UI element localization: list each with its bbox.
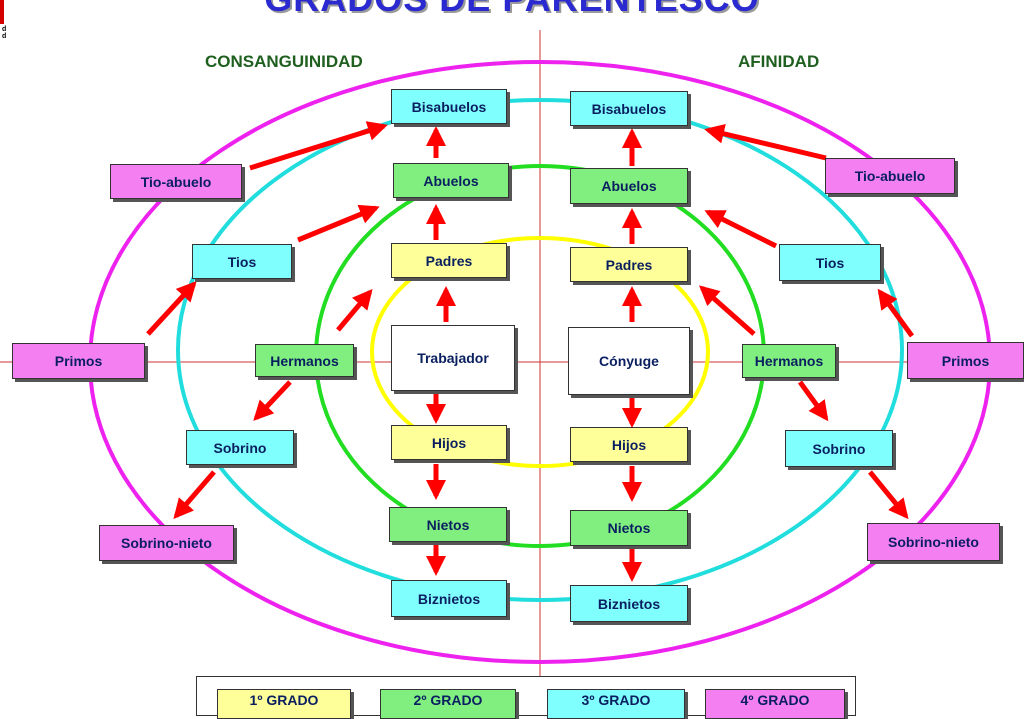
right-arrows — [622, 123, 915, 582]
arrow — [699, 285, 756, 336]
legend: 1º GRADO 2º GRADO 3º GRADO 4º GRADO — [196, 676, 856, 719]
box-hijos-left: Hijos — [391, 425, 507, 460]
box-primos-left: Primos — [12, 343, 145, 379]
logo-mark — [0, 0, 4, 24]
box-bisabuelos-right: Bisabuelos — [570, 91, 688, 126]
box-biznietos-right: Biznietos — [570, 585, 688, 622]
page-title: GRADOS DE PARENTESCO — [0, 0, 1024, 20]
box-hermanos-right: Hermanos — [742, 344, 836, 378]
left-arrows — [146, 121, 456, 576]
box-nietos-right: Nietos — [570, 510, 688, 546]
box-abuelos-right: Abuelos — [570, 168, 688, 204]
right-heading: AFINIDAD — [738, 52, 820, 71]
arrow — [877, 288, 915, 338]
arrow — [249, 121, 388, 171]
legend-grado-3: 3º GRADO — [547, 689, 685, 719]
box-hermanos-left: Hermanos — [255, 344, 354, 377]
box-tio-abuelo-right: Tio-abuelo — [825, 158, 955, 194]
legend-grado-4: 4º GRADO — [705, 689, 845, 719]
logo-text-line: d — [2, 33, 7, 40]
arrow — [797, 380, 829, 422]
arrow — [146, 281, 197, 336]
box-padres-right: Padres — [570, 247, 688, 282]
arrow — [297, 204, 380, 243]
box-biznietos-left: Biznietos — [391, 580, 507, 617]
box-sobrino-nieto-left: Sobrino-nieto — [99, 525, 234, 561]
arrow — [868, 470, 909, 520]
box-hijos-right: Hijos — [570, 427, 688, 462]
arrow — [336, 288, 373, 332]
logo-text-line: d — [2, 26, 7, 33]
box-tios-left: Tios — [192, 244, 292, 279]
box-nietos-left: Nietos — [389, 507, 507, 542]
center-box-trabajador: Trabajador — [391, 325, 515, 391]
left-heading: CONSANGUINIDAD — [205, 52, 363, 71]
ring-grado1 — [370, 236, 710, 468]
box-sobrino-left: Sobrino — [186, 430, 294, 465]
legend-grado-1: 1º GRADO — [217, 689, 351, 719]
center-box-conyuge: Cónyuge — [568, 327, 690, 395]
ring-grado3 — [176, 98, 904, 602]
box-primos-right: Primos — [907, 342, 1024, 379]
box-sobrino-right: Sobrino — [785, 430, 893, 467]
box-abuelos-left: Abuelos — [393, 163, 509, 198]
legend-grado-2: 2º GRADO — [380, 689, 516, 719]
arrow — [173, 470, 216, 520]
box-tios-right: Tios — [779, 244, 881, 281]
box-padres-left: Padres — [391, 243, 507, 278]
arrow — [704, 209, 778, 249]
box-bisabuelos-left: Bisabuelos — [391, 89, 507, 124]
arrow — [704, 123, 827, 161]
box-tio-abuelo-left: Tio-abuelo — [110, 164, 242, 199]
arrow — [253, 380, 292, 421]
box-sobrino-nieto-right: Sobrino-nieto — [867, 523, 1000, 561]
